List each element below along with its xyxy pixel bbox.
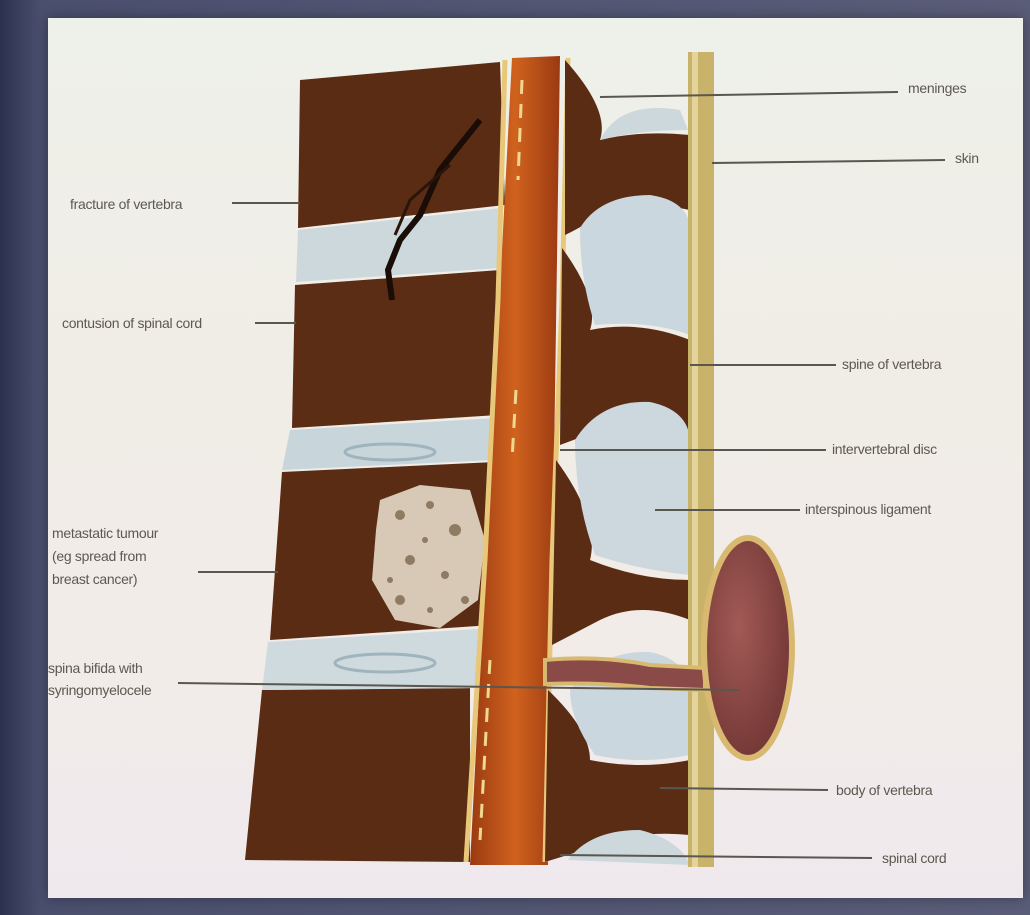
label-body: body of vertebra xyxy=(836,782,932,799)
label-fracture: fracture of vertebra xyxy=(70,196,182,213)
label-tumour-line: breast cancer) xyxy=(52,571,202,588)
skin-highlight xyxy=(692,52,698,867)
label-tumour: metastatic tumour (eg spread from breast… xyxy=(52,525,202,588)
label-bifida-line: syringomyelocele xyxy=(48,682,198,699)
label-bifida-line: spina bifida with xyxy=(48,660,198,677)
label-skin: skin xyxy=(955,150,979,167)
label-tumour-line: (eg spread from xyxy=(52,548,202,565)
vertebral-body-4 xyxy=(245,688,470,862)
label-spine: spine of vertebra xyxy=(842,356,941,373)
interspinous-ligament-2 xyxy=(580,195,690,335)
syringomyelocele-stalk xyxy=(545,658,705,690)
vertebral-body-1 xyxy=(298,62,505,228)
interspinous-ligament-3 xyxy=(575,402,690,575)
label-disc: intervertebral disc xyxy=(832,441,937,458)
vertebral-body-2 xyxy=(292,270,500,428)
label-cord: spinal cord xyxy=(882,850,946,867)
skin-layer xyxy=(688,52,714,867)
syringomyelocele-sac xyxy=(704,538,792,758)
label-ligament: interspinous ligament xyxy=(805,501,931,518)
label-contusion: contusion of spinal cord xyxy=(62,315,202,332)
label-tumour-line: metastatic tumour xyxy=(52,525,202,542)
label-bifida: spina bifida with syringomyelocele xyxy=(48,660,198,699)
label-meninges: meninges xyxy=(908,80,966,97)
